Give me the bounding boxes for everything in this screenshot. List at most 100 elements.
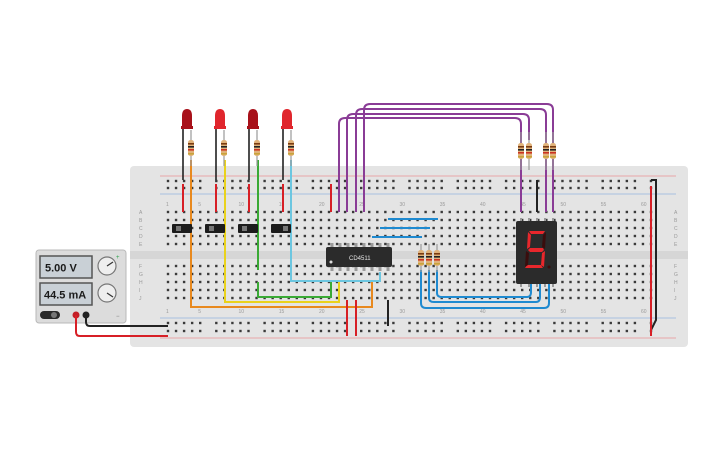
bb-hole[interactable] xyxy=(545,288,548,292)
bb-hole[interactable] xyxy=(311,234,315,238)
bb-hole[interactable] xyxy=(577,272,580,276)
bb-hole[interactable] xyxy=(440,280,443,284)
bb-hole[interactable] xyxy=(480,210,484,214)
bb-hole[interactable] xyxy=(593,280,596,284)
bb-hole[interactable] xyxy=(585,210,588,214)
bb-hole[interactable] xyxy=(271,288,274,292)
bb-hole[interactable] xyxy=(190,264,194,268)
bb-hole[interactable] xyxy=(585,272,588,276)
bb-hole[interactable] xyxy=(456,280,459,284)
bb-hole[interactable] xyxy=(416,296,419,300)
bb-hole[interactable] xyxy=(617,329,620,333)
bb-hole[interactable] xyxy=(384,210,387,214)
bb-hole[interactable] xyxy=(247,288,250,292)
bb-hole[interactable] xyxy=(480,329,484,333)
bb-hole[interactable] xyxy=(512,226,516,230)
bb-hole[interactable] xyxy=(464,288,468,292)
bb-hole[interactable] xyxy=(343,179,347,183)
display-resistor-1[interactable] xyxy=(518,132,524,170)
bb-hole[interactable] xyxy=(279,210,282,214)
bb-hole[interactable] xyxy=(456,210,459,214)
bb-hole[interactable] xyxy=(384,242,387,246)
bb-hole[interactable] xyxy=(472,272,476,276)
bb-hole[interactable] xyxy=(400,280,403,284)
bb-hole[interactable] xyxy=(199,288,202,292)
bb-hole[interactable] xyxy=(464,280,468,284)
bb-hole[interactable] xyxy=(633,288,637,292)
bb-hole[interactable] xyxy=(448,210,451,214)
bb-hole[interactable] xyxy=(166,288,170,292)
bb-hole[interactable] xyxy=(537,288,540,292)
bb-hole[interactable] xyxy=(231,234,234,238)
bb-hole[interactable] xyxy=(408,329,411,333)
bb-hole[interactable] xyxy=(504,218,508,222)
bb-hole[interactable] xyxy=(271,329,274,333)
bb-hole[interactable] xyxy=(609,264,612,268)
bb-hole[interactable] xyxy=(295,288,298,292)
bb-hole[interactable] xyxy=(263,226,266,230)
bb-hole[interactable] xyxy=(174,280,178,284)
bb-hole[interactable] xyxy=(617,296,620,300)
bb-hole[interactable] xyxy=(182,179,186,183)
bb-hole[interactable] xyxy=(593,234,596,238)
led-resistor-1[interactable] xyxy=(188,130,194,166)
bb-hole[interactable] xyxy=(215,234,218,238)
bb-hole[interactable] xyxy=(247,329,250,333)
bb-hole[interactable] xyxy=(368,296,371,300)
bb-hole[interactable] xyxy=(464,210,468,214)
bb-hole[interactable] xyxy=(247,242,250,246)
bb-hole[interactable] xyxy=(392,288,395,292)
bb-hole[interactable] xyxy=(561,321,564,325)
bb-hole[interactable] xyxy=(360,329,363,333)
bb-hole[interactable] xyxy=(190,179,194,183)
bb-hole[interactable] xyxy=(376,210,379,214)
bb-hole[interactable] xyxy=(561,296,564,300)
bb-hole[interactable] xyxy=(287,234,290,238)
bb-hole[interactable] xyxy=(335,218,339,222)
bb-hole[interactable] xyxy=(633,280,637,284)
bb-hole[interactable] xyxy=(215,288,218,292)
bb-hole[interactable] xyxy=(424,321,427,325)
slide-switch-1[interactable] xyxy=(172,224,192,233)
bb-hole[interactable] xyxy=(384,288,387,292)
bb-hole[interactable] xyxy=(287,218,290,222)
bb-hole[interactable] xyxy=(368,288,371,292)
bb-hole[interactable] xyxy=(360,226,363,230)
bb-hole[interactable] xyxy=(472,280,476,284)
bb-hole[interactable] xyxy=(255,288,258,292)
bb-hole[interactable] xyxy=(279,288,282,292)
bb-hole[interactable] xyxy=(319,288,323,292)
bb-hole[interactable] xyxy=(263,329,266,333)
bb-hole[interactable] xyxy=(231,329,234,333)
bb-hole[interactable] xyxy=(271,234,274,238)
bb-hole[interactable] xyxy=(416,321,419,325)
bb-hole[interactable] xyxy=(625,218,629,222)
bb-hole[interactable] xyxy=(376,321,379,325)
bb-hole[interactable] xyxy=(360,186,363,190)
bb-hole[interactable] xyxy=(182,242,186,246)
bb-hole[interactable] xyxy=(472,210,476,214)
bb-hole[interactable] xyxy=(263,210,266,214)
bb-hole[interactable] xyxy=(601,210,604,214)
bb-hole[interactable] xyxy=(504,288,508,292)
power-supply[interactable]: 5.00 V 44.5 mA − + xyxy=(35,249,127,324)
bb-hole[interactable] xyxy=(577,321,580,325)
bb-hole[interactable] xyxy=(231,272,234,276)
bb-hole[interactable] xyxy=(424,288,427,292)
bb-hole[interactable] xyxy=(480,234,484,238)
bb-hole[interactable] xyxy=(295,329,298,333)
bb-hole[interactable] xyxy=(351,226,355,230)
bb-hole[interactable] xyxy=(432,296,435,300)
bb-hole[interactable] xyxy=(327,272,331,276)
bb-hole[interactable] xyxy=(561,218,564,222)
bb-hole[interactable] xyxy=(190,242,194,246)
bb-hole[interactable] xyxy=(335,296,339,300)
bb-hole[interactable] xyxy=(368,226,371,230)
bb-hole[interactable] xyxy=(553,288,556,292)
bb-hole[interactable] xyxy=(569,234,572,238)
seven-segment-display[interactable]: 5 xyxy=(0,0,557,287)
bb-hole[interactable] xyxy=(432,288,435,292)
bb-hole[interactable] xyxy=(311,264,315,268)
bb-hole[interactable] xyxy=(327,288,331,292)
bb-hole[interactable] xyxy=(633,329,637,333)
